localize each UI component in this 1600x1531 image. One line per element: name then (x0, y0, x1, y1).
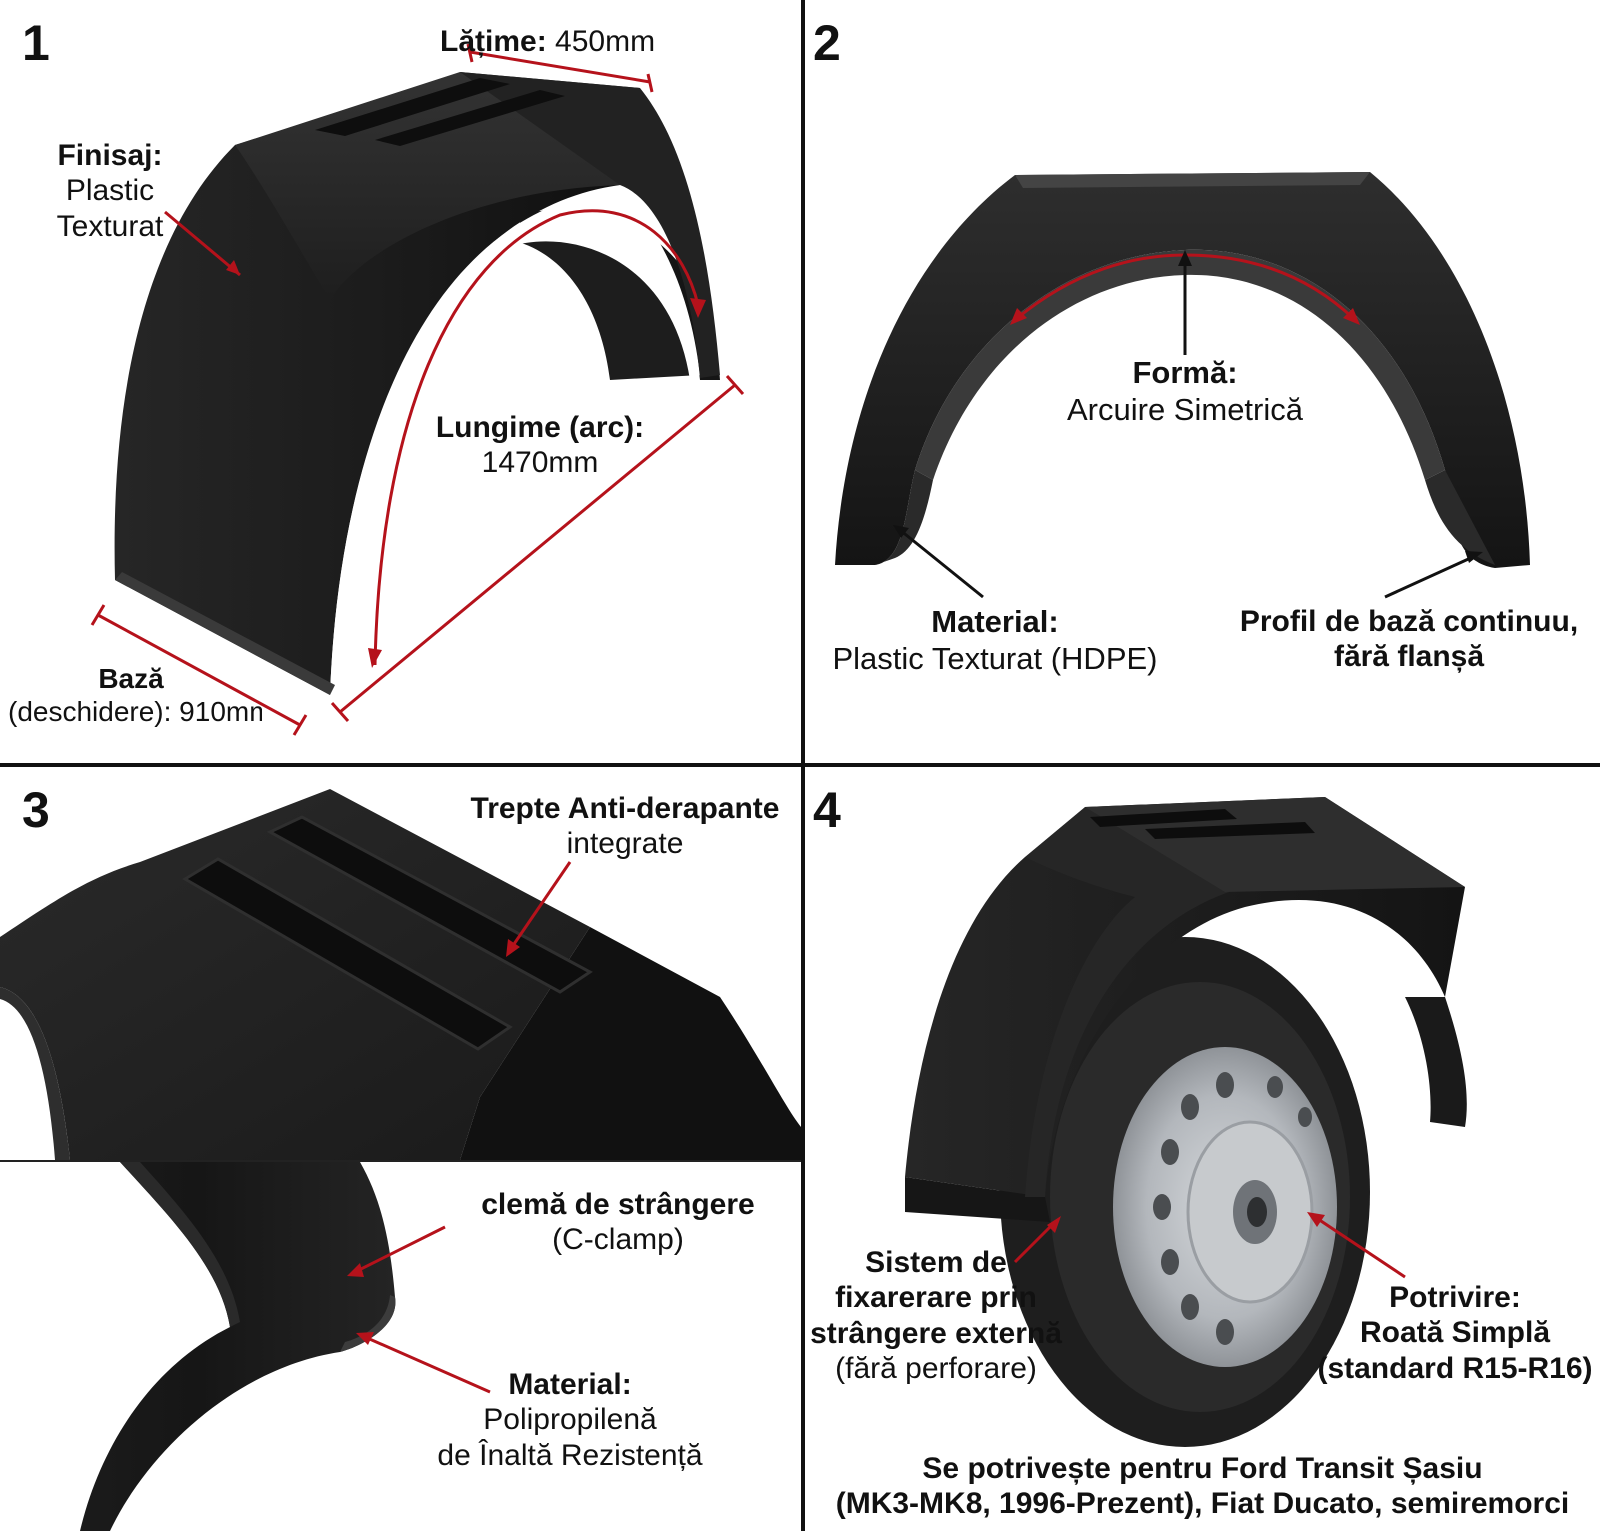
arc-length-label: Lungime (arc): 1470mm (435, 411, 645, 480)
material-label: Material: Plastic Texturat (HDPE) (832, 604, 1158, 676)
panel-number: 2 (813, 15, 841, 71)
clamp-label: clemă de strângere (C-clamp) (481, 1188, 755, 1257)
horizontal-divider (0, 763, 1600, 767)
mounting-label: Sistem de fixarerare prin strângere exte… (810, 1246, 1062, 1386)
profile-pointer (1384, 554, 1476, 599)
finisaj-label: Finisaj: Plastic Texturat (56, 139, 164, 243)
steps-arrow (510, 861, 572, 948)
fender-arch (835, 172, 1530, 568)
fender-top-closeup (0, 789, 590, 1160)
panel-number: 1 (22, 15, 50, 71)
panel-number: 4 (813, 782, 841, 838)
panel-dimensions: 1 Finisaj: Plastic Texturat Lățime: 450m… (0, 0, 801, 763)
rim-holes (1153, 1072, 1312, 1345)
panel-number: 3 (22, 782, 50, 838)
shape-label: Formă: Arcuire Simetrică (1067, 355, 1303, 427)
fitment-arrow (1314, 1215, 1406, 1279)
width-label: Lățime: 450mm (440, 25, 656, 58)
clamp-arrow (354, 1225, 446, 1274)
fitment-label: Potrivire: Roată Simplă (standard R15-R1… (1317, 1281, 1593, 1385)
material-arrow (364, 1335, 491, 1394)
width-dimension-line (469, 50, 651, 84)
material-label: Material: Polipropilenă de Înaltă Rezist… (437, 1368, 703, 1472)
fender-side-face (114, 75, 620, 695)
step-recess (315, 78, 510, 136)
panel-details: 3 Trepte Anti-derapante integrate clemă … (0, 767, 801, 1531)
finisaj-arrow (164, 210, 241, 277)
compatibility-label: Se potrivește pentru Ford Transit Șasiu … (835, 1452, 1570, 1521)
fender-illustration-3 (0, 789, 801, 1531)
panel-fitment: 4 Sistem de fixarerare prin strângere ex… (805, 767, 1600, 1531)
base-dimension-line (97, 613, 301, 727)
length-dimension-line (339, 383, 736, 714)
fender-illustration-1 (90, 43, 745, 736)
step-recess (375, 90, 565, 146)
closeup-divider (0, 1160, 801, 1162)
step-recess (1145, 822, 1315, 839)
step-recess (1090, 809, 1237, 827)
base-label: Bază (deschidere): 910mm (8, 663, 262, 728)
mounting-arrow (1013, 1220, 1057, 1264)
step-recess (182, 857, 513, 1051)
profile-label: Profil de bază continuu, fără flanșă (1239, 605, 1579, 674)
fender-wheel-illustration (905, 797, 1467, 1447)
steps-label: Trepte Anti-derapante integrate (470, 792, 780, 861)
material-pointer (899, 528, 984, 599)
fender-illustration-2 (835, 172, 1530, 599)
panel-shape: 2 Formă: Arcuire Simetrică Material: Pla… (805, 0, 1600, 763)
arc-length-line (373, 209, 700, 666)
